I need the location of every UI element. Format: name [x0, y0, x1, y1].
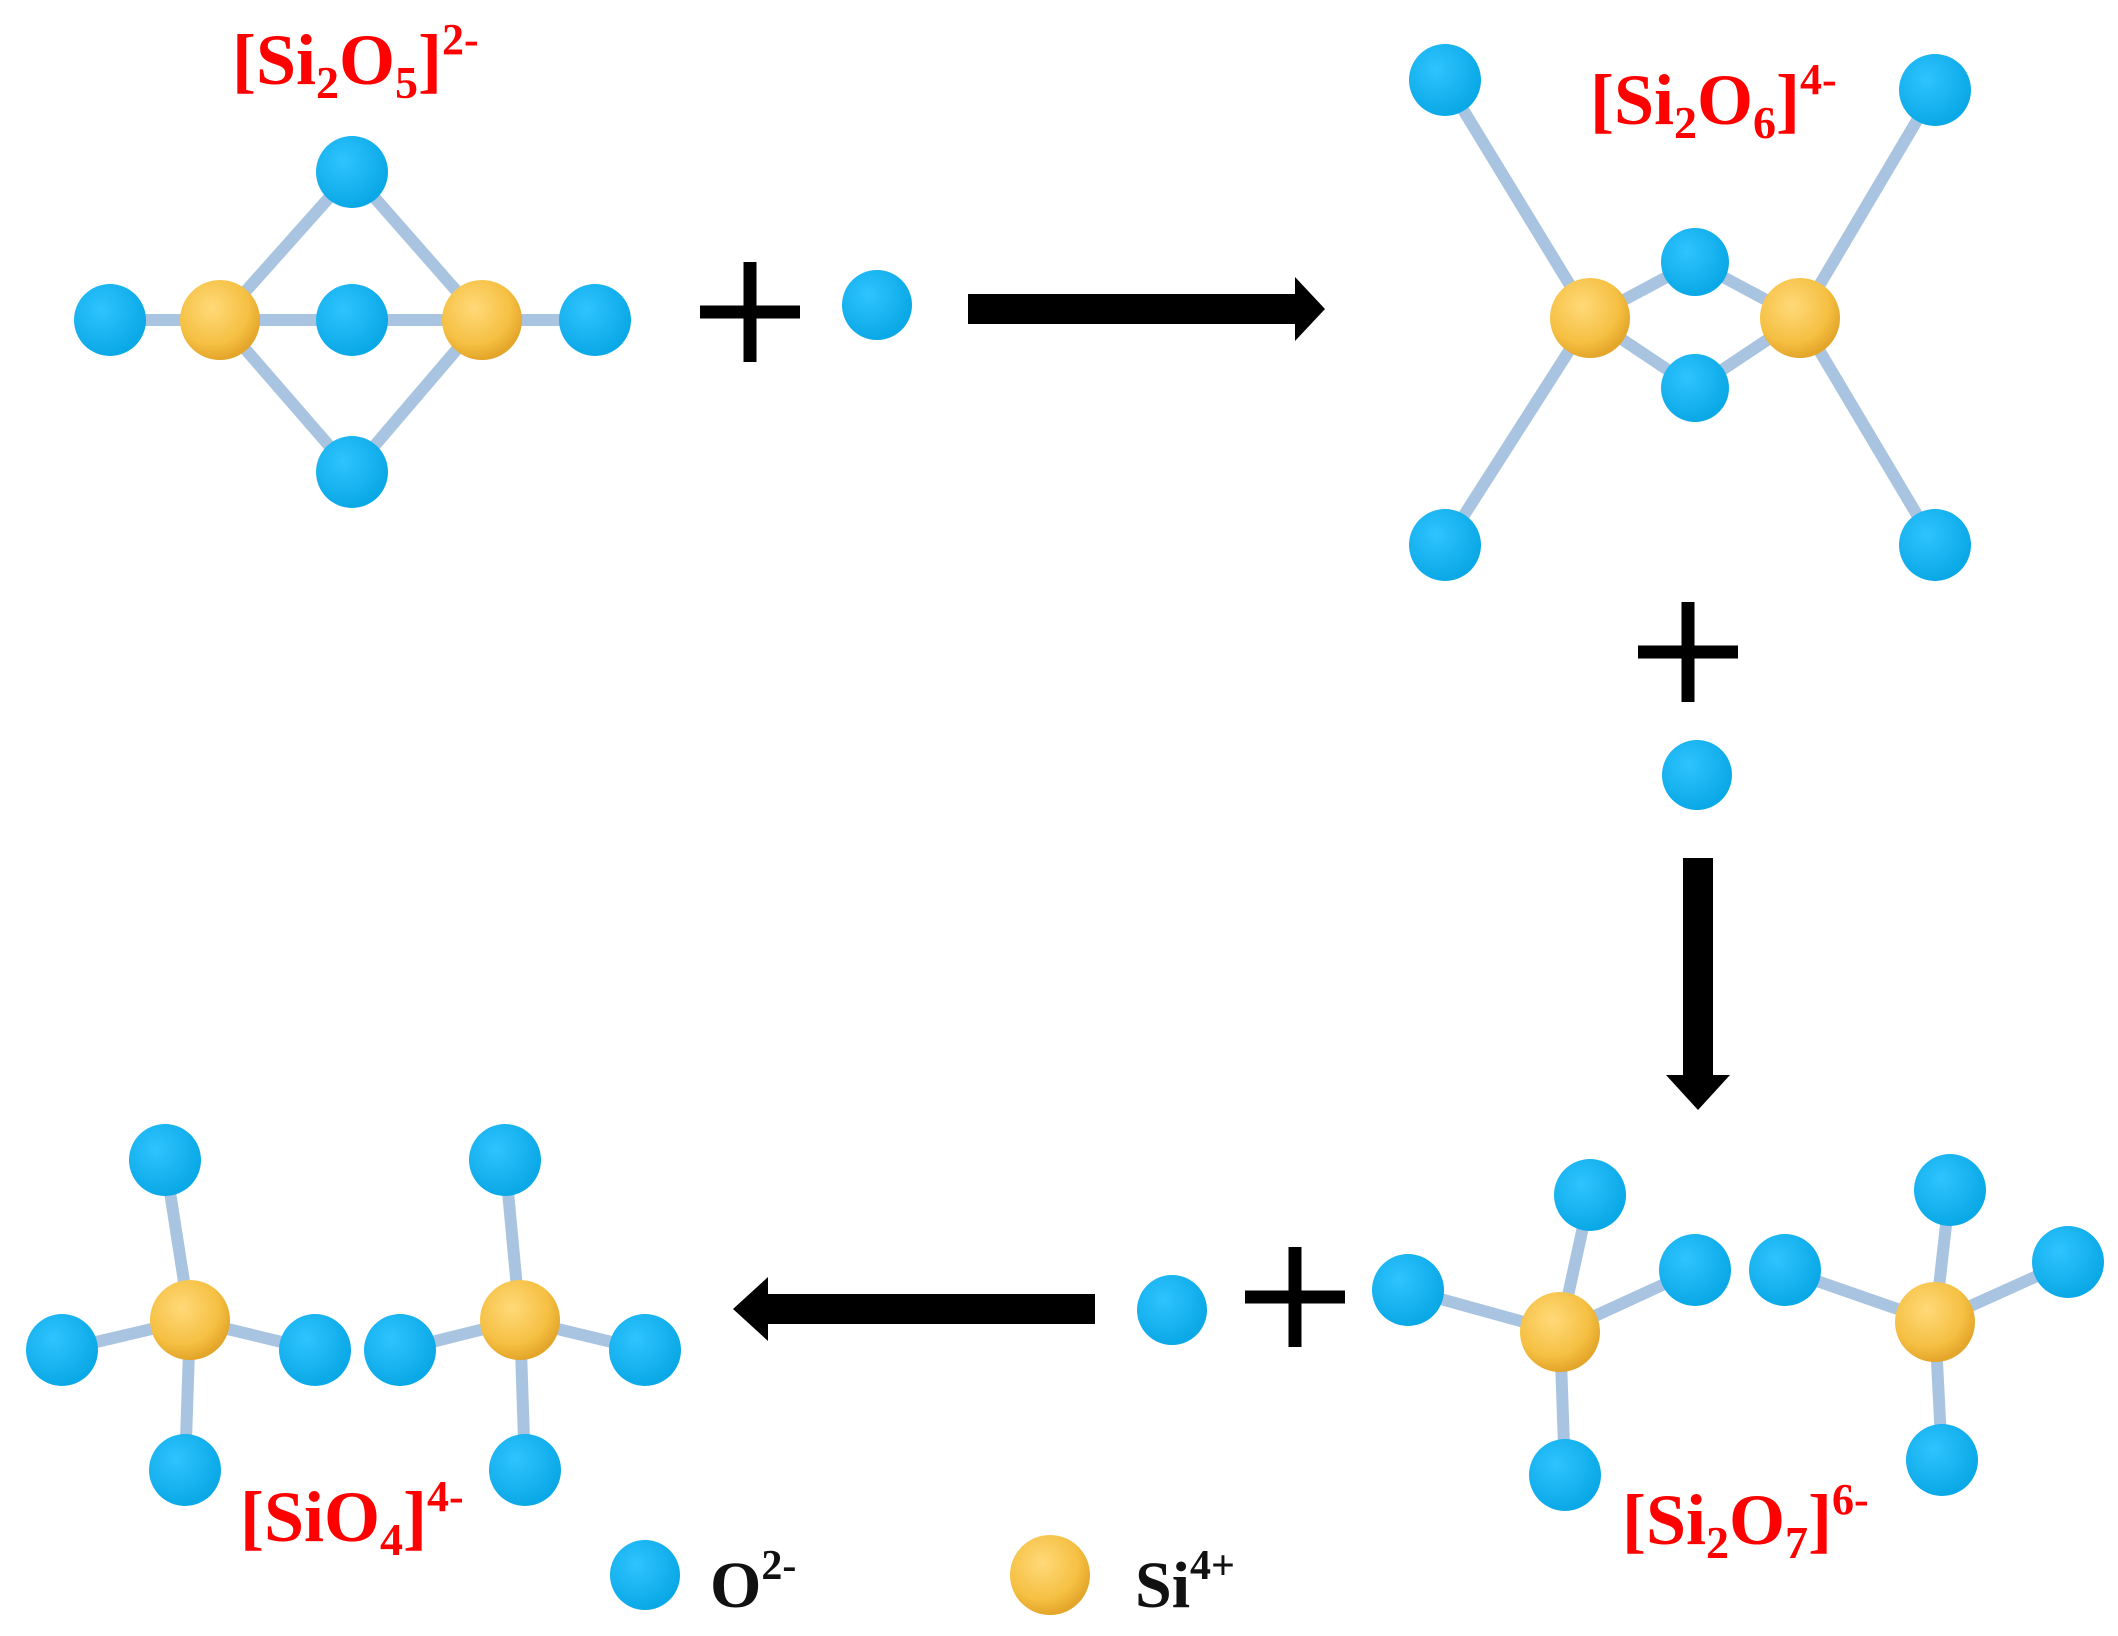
legend-silicon-label: Si4+ — [1135, 1543, 1235, 1622]
reaction-arrow-down — [1666, 858, 1730, 1110]
oxygen-atom — [559, 284, 631, 356]
oxygen-atom — [1409, 509, 1481, 581]
reaction-arrow-left — [733, 1277, 1095, 1341]
oxygen-atom — [1906, 1424, 1978, 1496]
oxygen-atom — [316, 136, 388, 208]
sio4-structures — [26, 1124, 681, 1506]
oxygen-atom — [609, 1314, 681, 1386]
label-sio4: [SiO4]4- — [240, 1472, 464, 1565]
oxygen-atom — [26, 1314, 98, 1386]
oxygen-atom — [316, 284, 388, 356]
silicon-atom — [1520, 1292, 1600, 1372]
oxygen-atom — [364, 1314, 436, 1386]
legend-silicon-swatch — [1010, 1535, 1090, 1615]
oxygen-atom — [279, 1314, 351, 1386]
silicon-atom — [180, 280, 260, 360]
si2o5-structure — [74, 136, 631, 508]
reaction-arrow-right — [968, 277, 1325, 341]
silicon-atom — [1760, 278, 1840, 358]
legend-oxygen-label: O2- — [710, 1543, 797, 1622]
oxygen-atom — [74, 284, 146, 356]
oxygen-atom — [1661, 228, 1729, 296]
oxygen-atom — [1554, 1159, 1626, 1231]
oxygen-atom — [489, 1434, 561, 1506]
oxygen-atom — [129, 1124, 201, 1196]
oxygen-atom — [1749, 1234, 1821, 1306]
silicon-atom — [480, 1280, 560, 1360]
silicon-atom — [1550, 278, 1630, 358]
label-si2o5: [Si2O5]2- — [232, 15, 479, 108]
plus-sign — [1638, 602, 1738, 702]
free-oxygen-atom — [1137, 1275, 1207, 1345]
oxygen-atom — [1914, 1154, 1986, 1226]
free-oxygen-atom — [1662, 740, 1732, 810]
oxygen-atom — [1899, 509, 1971, 581]
silicon-atom — [1895, 1282, 1975, 1362]
oxygen-atom — [1899, 54, 1971, 126]
oxygen-atom — [469, 1124, 541, 1196]
si2o6-structure — [1409, 44, 1971, 581]
plus-sign — [700, 262, 800, 362]
si2o7-structure — [1372, 1154, 2104, 1511]
si2o6-bonds — [1439, 74, 1941, 551]
oxygen-atom — [1661, 354, 1729, 422]
oxygen-atom — [1529, 1439, 1601, 1511]
legend-oxygen-swatch — [610, 1540, 680, 1610]
oxygen-atom — [1372, 1254, 1444, 1326]
oxygen-atom — [149, 1434, 221, 1506]
oxygen-atom — [316, 436, 388, 508]
silicon-atom — [442, 280, 522, 360]
oxygen-atom — [1659, 1234, 1731, 1306]
plus-sign — [1245, 1247, 1345, 1347]
silicon-atom — [150, 1280, 230, 1360]
label-si2o7: [Si2O7]6- — [1622, 1475, 1869, 1568]
label-si2o6: [Si2O6]4- — [1590, 55, 1837, 148]
oxygen-atom — [2032, 1226, 2104, 1298]
free-oxygen-atom — [842, 270, 912, 340]
oxygen-atom — [1409, 44, 1481, 116]
